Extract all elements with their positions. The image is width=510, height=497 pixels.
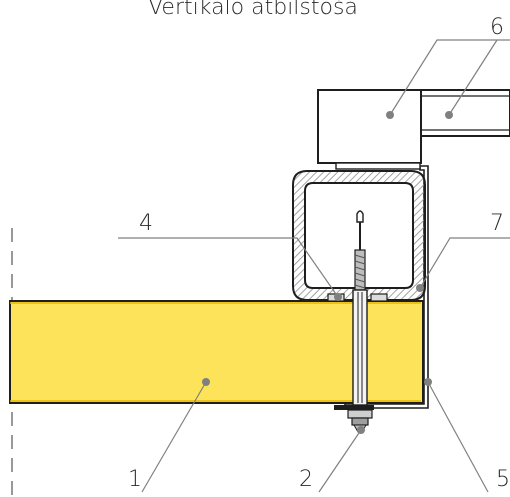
- steel-tube-section: [292, 170, 426, 301]
- callout-1: 1: [128, 467, 142, 492]
- drawing-title: Vertikālo atbilstoša: [148, 0, 358, 20]
- callout-5: 5: [496, 467, 510, 492]
- callout-6: 6: [490, 15, 504, 40]
- anchor-bolt: [334, 210, 374, 433]
- upper-bracket: [317, 89, 510, 164]
- callout-4: 4: [139, 211, 153, 236]
- spacer-plate-right: [370, 293, 388, 302]
- callout-2: 2: [299, 467, 313, 492]
- connection-plate: [335, 162, 421, 170]
- outer-angle-profile: [344, 165, 429, 409]
- callout-7: 7: [490, 211, 504, 236]
- leader-dots: [202, 111, 453, 434]
- leader-lines: [118, 39, 510, 493]
